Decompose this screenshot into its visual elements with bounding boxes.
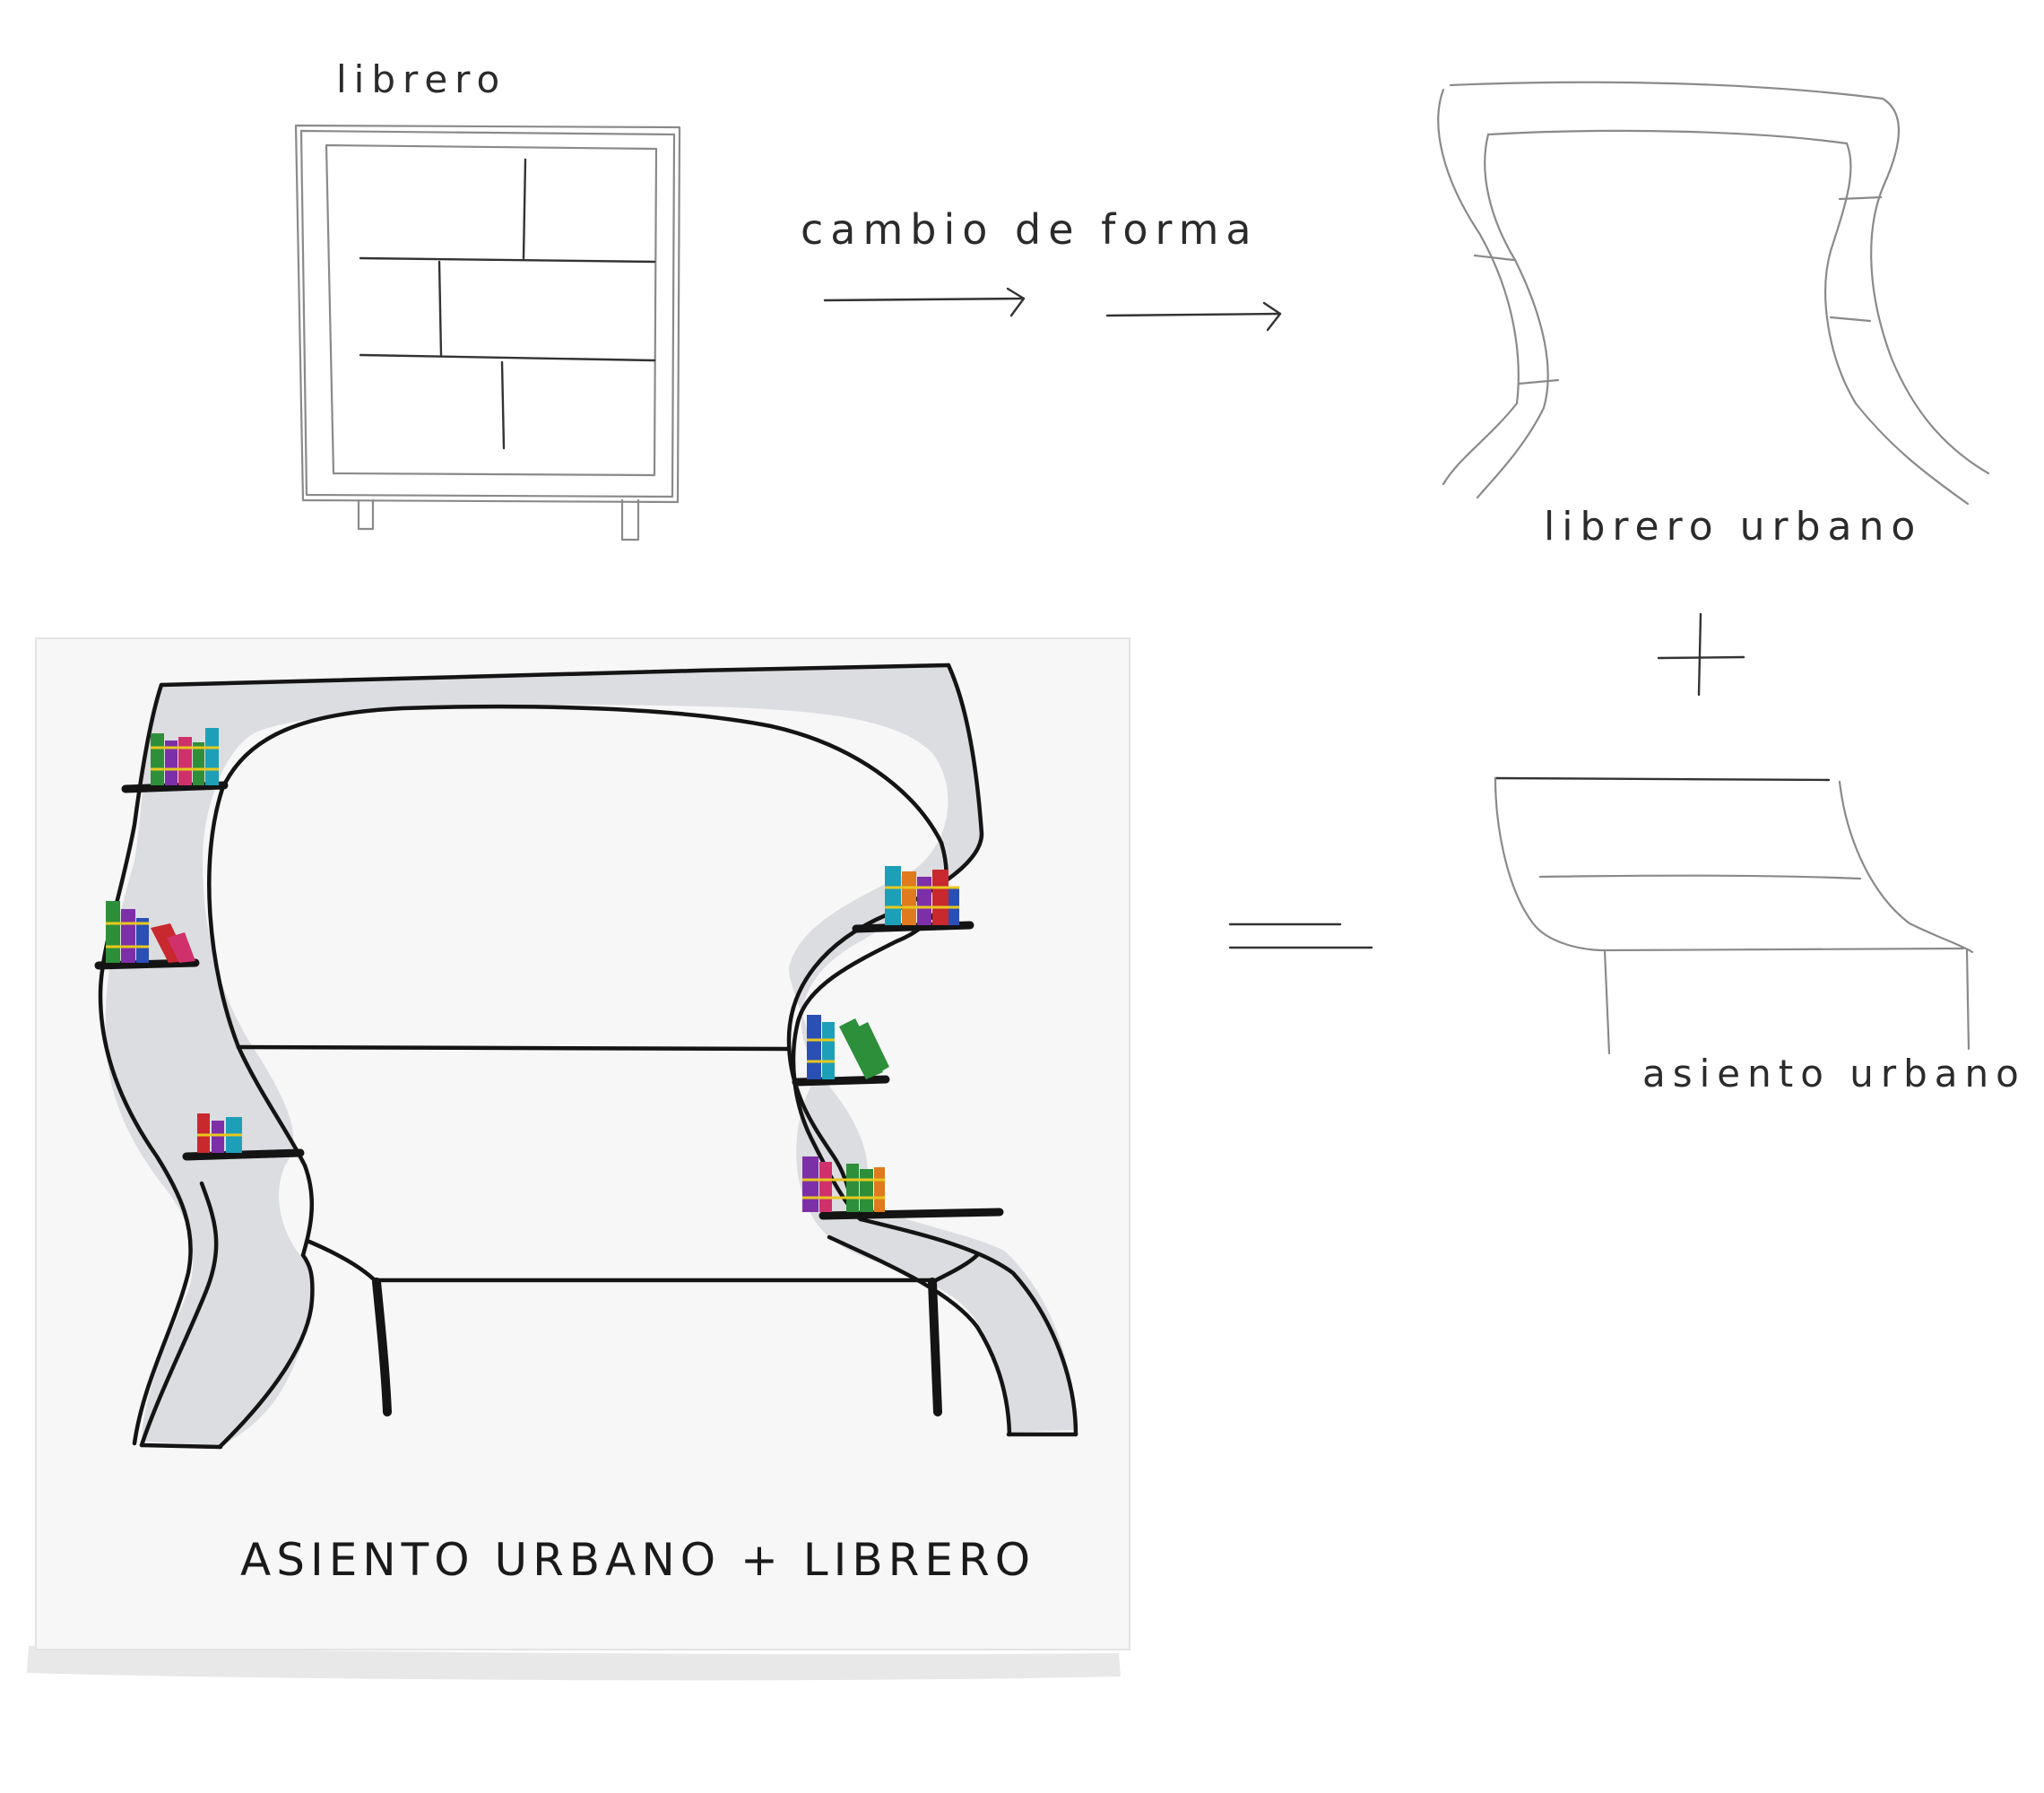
- arrow-icon: [1107, 303, 1280, 330]
- urban-seat-label: asiento urbano: [1642, 1052, 2026, 1096]
- bookshelf-sketch: [296, 126, 680, 540]
- bookshelf-label: librero: [336, 57, 507, 101]
- plus-sign: [1659, 614, 1744, 695]
- urban-bookshelf-sketch: [1438, 82, 1988, 504]
- shape-change-label: cambio de forma: [801, 205, 1259, 254]
- result-card: ASIENTO URBANO + LIBRERO: [27, 638, 1130, 1680]
- equals-sign: [1230, 924, 1372, 948]
- arrow-icon: [825, 289, 1024, 316]
- result-label: ASIENTO URBANO + LIBRERO: [240, 1534, 1035, 1586]
- urban-seat-sketch: [1495, 778, 1972, 1053]
- urban-bookshelf-label: librero urbano: [1544, 504, 1922, 550]
